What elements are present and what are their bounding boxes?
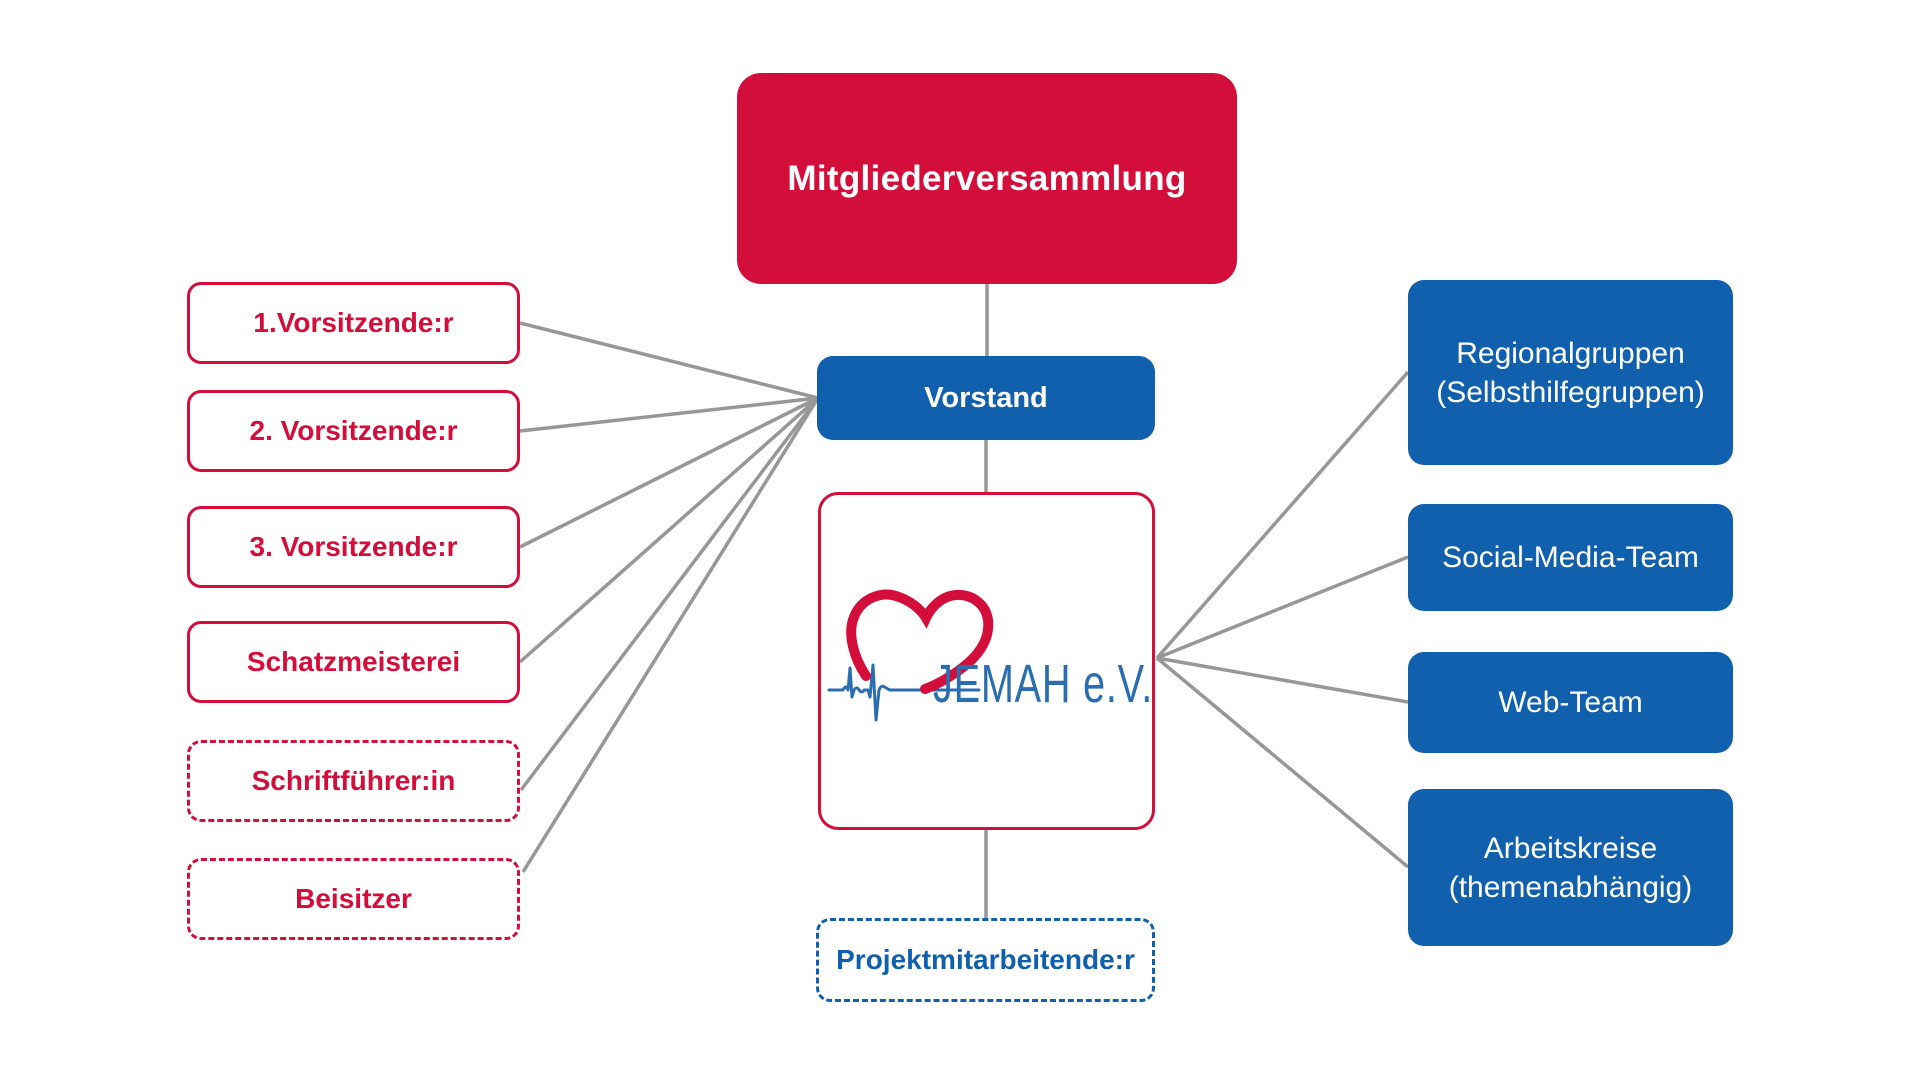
assembly-label: Mitgliederversammlung: [787, 158, 1187, 198]
team-box-arbeitskreise: Arbeitskreise (themenabhängig): [1408, 789, 1733, 946]
role-box-beisitzer: Beisitzer: [187, 858, 520, 940]
team-label: Web-Team: [1498, 686, 1643, 719]
jemah-logo-text: JEMAH e.V.: [933, 654, 1152, 714]
ekg-line-icon: [827, 663, 981, 722]
role-box-3-vorsitzender: 3. Vorsitzende:r: [187, 506, 520, 588]
heart-icon: [846, 589, 994, 694]
connector-team-2: [1156, 555, 1409, 660]
board-box: Vorstand: [817, 356, 1155, 440]
team-label: Arbeitskreise (themenabhängig): [1448, 831, 1693, 904]
team-box-regionalgruppen: Regionalgruppen (Selbsthilfegruppen): [1408, 280, 1733, 465]
assembly-box: Mitgliederversammlung: [737, 73, 1237, 284]
jemah-logo-box: JEMAH e.V.: [818, 492, 1155, 830]
team-box-web: Web-Team: [1408, 652, 1733, 753]
connector-team-4: [1155, 656, 1410, 869]
board-label: Vorstand: [924, 381, 1048, 414]
project-label: Projektmitarbeitende:r: [836, 944, 1135, 975]
connector-team-3: [1156, 656, 1409, 704]
role-box-1-vorsitzender: 1.Vorsitzende:r: [187, 282, 520, 364]
connector-role-2: [519, 396, 819, 433]
connector-role-5: [519, 396, 820, 792]
connector-role-3: [519, 396, 819, 549]
role-box-2-vorsitzender: 2. Vorsitzende:r: [187, 390, 520, 472]
role-box-schatzmeisterei: Schatzmeisterei: [187, 621, 520, 703]
role-label: Schriftführer:in: [251, 765, 456, 796]
jemah-logo: JEMAH e.V.: [827, 589, 1152, 722]
team-label: Social-Media-Team: [1442, 541, 1699, 574]
role-label: Schatzmeisterei: [246, 646, 461, 677]
connector-role-4: [518, 396, 820, 664]
team-box-social-media: Social-Media-Team: [1408, 504, 1733, 611]
role-label: Beisitzer: [295, 883, 412, 914]
role-label: 2. Vorsitzende:r: [249, 415, 458, 446]
connector-role-1: [519, 321, 819, 400]
role-box-schriftfuehrer: Schriftführer:in: [187, 740, 520, 822]
team-label: Regionalgruppen (Selbsthilfegruppen): [1436, 336, 1705, 409]
project-box: Projektmitarbeitende:r: [816, 918, 1155, 1002]
connector-role-6: [521, 397, 820, 873]
connector-team-1: [1155, 370, 1410, 660]
role-label: 1.Vorsitzende:r: [253, 307, 454, 338]
role-label: 3. Vorsitzende:r: [249, 531, 458, 562]
